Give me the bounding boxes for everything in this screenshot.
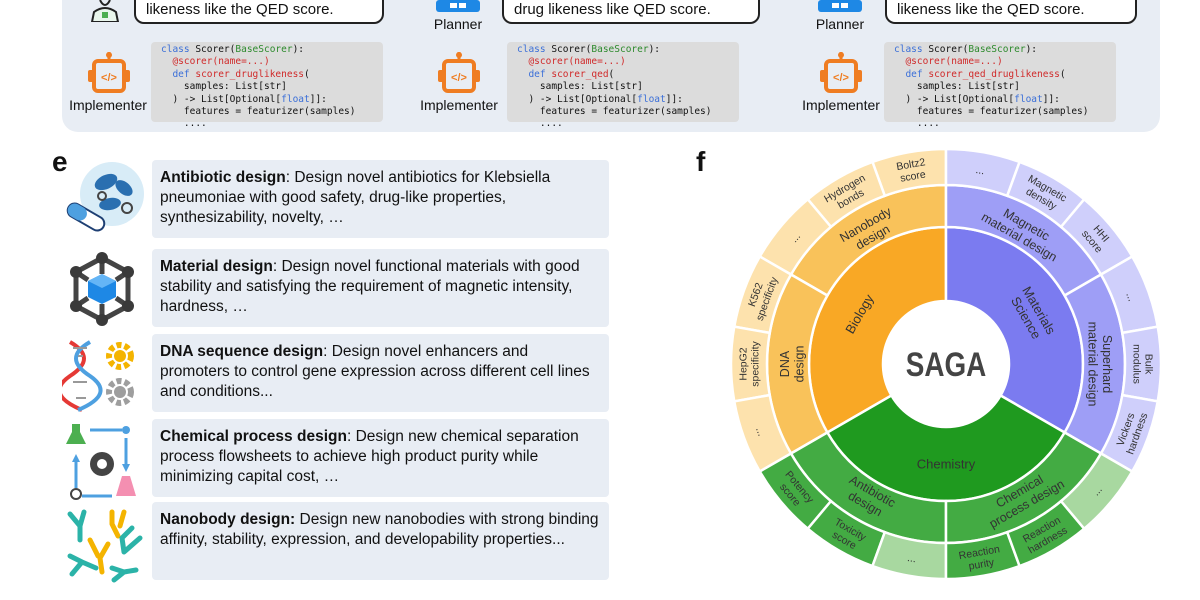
task-description: Design new chemical separation process f… <box>160 428 579 485</box>
objective-segment <box>806 160 887 229</box>
planner-icon <box>818 0 862 12</box>
speech-text-1: likeness like the QED score. <box>146 1 334 18</box>
objective-segment <box>758 197 833 277</box>
code-block-3: class Scorer(BaseScorer): @scorer(name=.… <box>884 42 1116 129</box>
panel-letter-e: e <box>52 146 68 177</box>
implementer-label: Implementer <box>69 97 147 113</box>
task-description: Design novel enhancers and promoters to … <box>160 343 590 400</box>
objective-label: Boltz2score <box>895 156 928 185</box>
code-block-2: class Scorer(BaseScorer): @scorer(name=.… <box>507 42 739 129</box>
planner-label: Planner <box>433 16 483 32</box>
objective-segment <box>1005 499 1086 568</box>
speech-text-2: drug likeness like QED score. <box>514 1 711 18</box>
objective-label: Reactionpurity <box>958 543 1003 574</box>
code-block-1: class Scorer(BaseScorer): @scorer(name=.… <box>151 42 383 129</box>
planner-icon <box>436 0 480 12</box>
task-card-chemical-process: Chemical process design: Design new chem… <box>152 419 609 497</box>
domain-label: Chemistry <box>917 457 976 472</box>
objective-label: ... <box>1123 291 1137 303</box>
objective-segment <box>732 393 793 474</box>
saga-center-label: SAGA <box>906 345 987 383</box>
speech-bubble-3: likeness like the QED score. <box>885 0 1137 24</box>
objective-segment <box>729 325 772 403</box>
objective-label: ... <box>975 164 986 177</box>
svg-text:</>: </> <box>833 72 849 84</box>
panel-letter-f: f <box>696 146 706 177</box>
objective-label: ... <box>906 552 917 565</box>
subdomain-label: DNAdesign <box>778 346 806 383</box>
svg-text:</>: </> <box>451 72 467 84</box>
implementer-label: Implementer <box>420 97 498 113</box>
task-description: Design novel functional materials with g… <box>160 258 580 315</box>
task-card-material: Material design: Design novel functional… <box>152 249 609 327</box>
task-card-dna: DNA sequence design: Design novel enhanc… <box>152 334 609 412</box>
bacteria-pill-icon <box>66 162 144 232</box>
task-card-antibiotic: Antibiotic design: Design novel antibiot… <box>152 160 609 238</box>
center-disk <box>883 301 1009 427</box>
subdomain-label: Superhardmaterial design <box>1085 322 1113 407</box>
task-description: Design new nanobodies with strong bindin… <box>160 511 599 548</box>
implementer-label: Implementer <box>802 97 880 113</box>
implementer-robot-icon: </> <box>820 52 862 93</box>
objective-label: HepG2specificity <box>738 340 762 386</box>
objective-segment <box>944 530 1022 581</box>
objective-segment <box>1059 451 1134 531</box>
speech-text-3: likeness like the QED score. <box>897 1 1085 18</box>
svg-text:</>: </> <box>101 72 117 84</box>
implementer-robot-icon: </> <box>88 52 130 93</box>
objective-segment <box>870 530 948 581</box>
speech-bubble-1: likeness like the QED score. <box>134 0 384 24</box>
crystal-lattice-icon <box>70 252 134 326</box>
planner-label: Planner <box>815 16 865 32</box>
dna-gear-icon <box>62 340 134 412</box>
speech-bubble-2: drug likeness like QED score. <box>502 0 760 24</box>
task-card-nanobody: Nanobody design: Design new nanobodies w… <box>152 502 609 580</box>
task-title: Nanobody design: <box>160 511 296 528</box>
antibody-icon <box>67 509 143 583</box>
objective-segment <box>806 499 887 568</box>
task-title: Chemical process design <box>160 428 347 445</box>
objective-label: ... <box>753 425 767 437</box>
objective-segment <box>732 254 793 335</box>
flask-process-icon <box>66 424 136 500</box>
implementer-robot-icon: </> <box>438 52 480 93</box>
objective-label: Bulkmodulus <box>1130 344 1154 384</box>
task-title: Material design <box>160 258 273 275</box>
task-description: Design novel antibiotics for Klebsiella … <box>160 169 551 226</box>
task-title: DNA sequence design <box>160 343 324 360</box>
scientist-icon <box>90 0 120 22</box>
objective-segment <box>758 451 833 531</box>
task-title: Antibiotic design <box>160 169 286 186</box>
